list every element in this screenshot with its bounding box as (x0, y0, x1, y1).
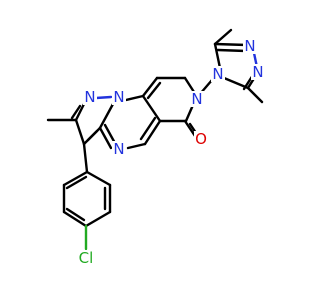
bond-c-c-bridge-double (86, 129, 99, 142)
bond-n-n-pyrazole (94, 95, 113, 100)
bond-c-ch-pyrimidine (143, 119, 162, 146)
chlorophenyl-ring (62, 142, 112, 251)
atom-n-pyrimidine: N (113, 140, 124, 158)
atom-n-triazole-attach: N (212, 65, 223, 83)
bond-methyl-triazole-bottom (246, 86, 264, 104)
atom-n-pyrazole-1: N (113, 88, 124, 106)
bond-n-c-fusion (124, 94, 145, 102)
atom-labels: N N N N N N N O Cl (76, 37, 265, 267)
pyrazole-ring (46, 95, 113, 146)
molecule-diagram: N N N N N N N O Cl (46, 28, 265, 267)
bond-n-c-methyl-double (70, 104, 82, 120)
bond-pyrazole-to-phenyl (82, 142, 89, 174)
bond-triazole-double-top (216, 48, 248, 53)
bond-methyl-triazole-top (213, 28, 233, 46)
bond-phenyl-4 (62, 210, 88, 228)
atom-o-carbonyl: O (195, 130, 207, 148)
bond-phenyl-6 (62, 170, 89, 187)
pyrimidine-ring (98, 94, 162, 150)
bond-phenyl-1 (85, 170, 112, 187)
bond-phenyl-4-double (65, 207, 86, 222)
bond-c-ch (141, 76, 159, 98)
bond-n-c-pyrimidine (98, 126, 113, 150)
bond-c-n-bridge (98, 102, 115, 130)
bond-c-c-aryl (74, 118, 86, 146)
bond-phenyl-3 (84, 210, 112, 228)
bond-triazole-c-n-bottom (222, 76, 250, 90)
atom-n-triazole-top: N (244, 37, 255, 55)
bond-c-ch-double (146, 81, 162, 100)
bond-ch-n-pyrimidine (126, 142, 147, 150)
bond-carbonyl (183, 119, 197, 138)
atom-n-triazole-right: N (252, 63, 263, 81)
bond-c-ch-pyrimidine-double (139, 116, 157, 141)
structure-svg: N N N N N N N O Cl (46, 28, 265, 267)
bond-triazole-c-n-top (213, 42, 249, 47)
bond-triazole-n-c-left (213, 42, 222, 70)
bond-ch-n (183, 76, 196, 94)
bond-ring-fusion-top (141, 94, 162, 123)
atom-cl: Cl (79, 249, 94, 267)
bond-n-c-methyl (74, 102, 86, 122)
bond-phenyl-6-double (65, 175, 88, 190)
atom-n-pyrazole-2: N (84, 88, 95, 106)
pyridinone-ring (141, 76, 202, 141)
bond-n-c-carbonyl (184, 103, 195, 123)
atom-n-pyridinone: N (191, 90, 202, 108)
